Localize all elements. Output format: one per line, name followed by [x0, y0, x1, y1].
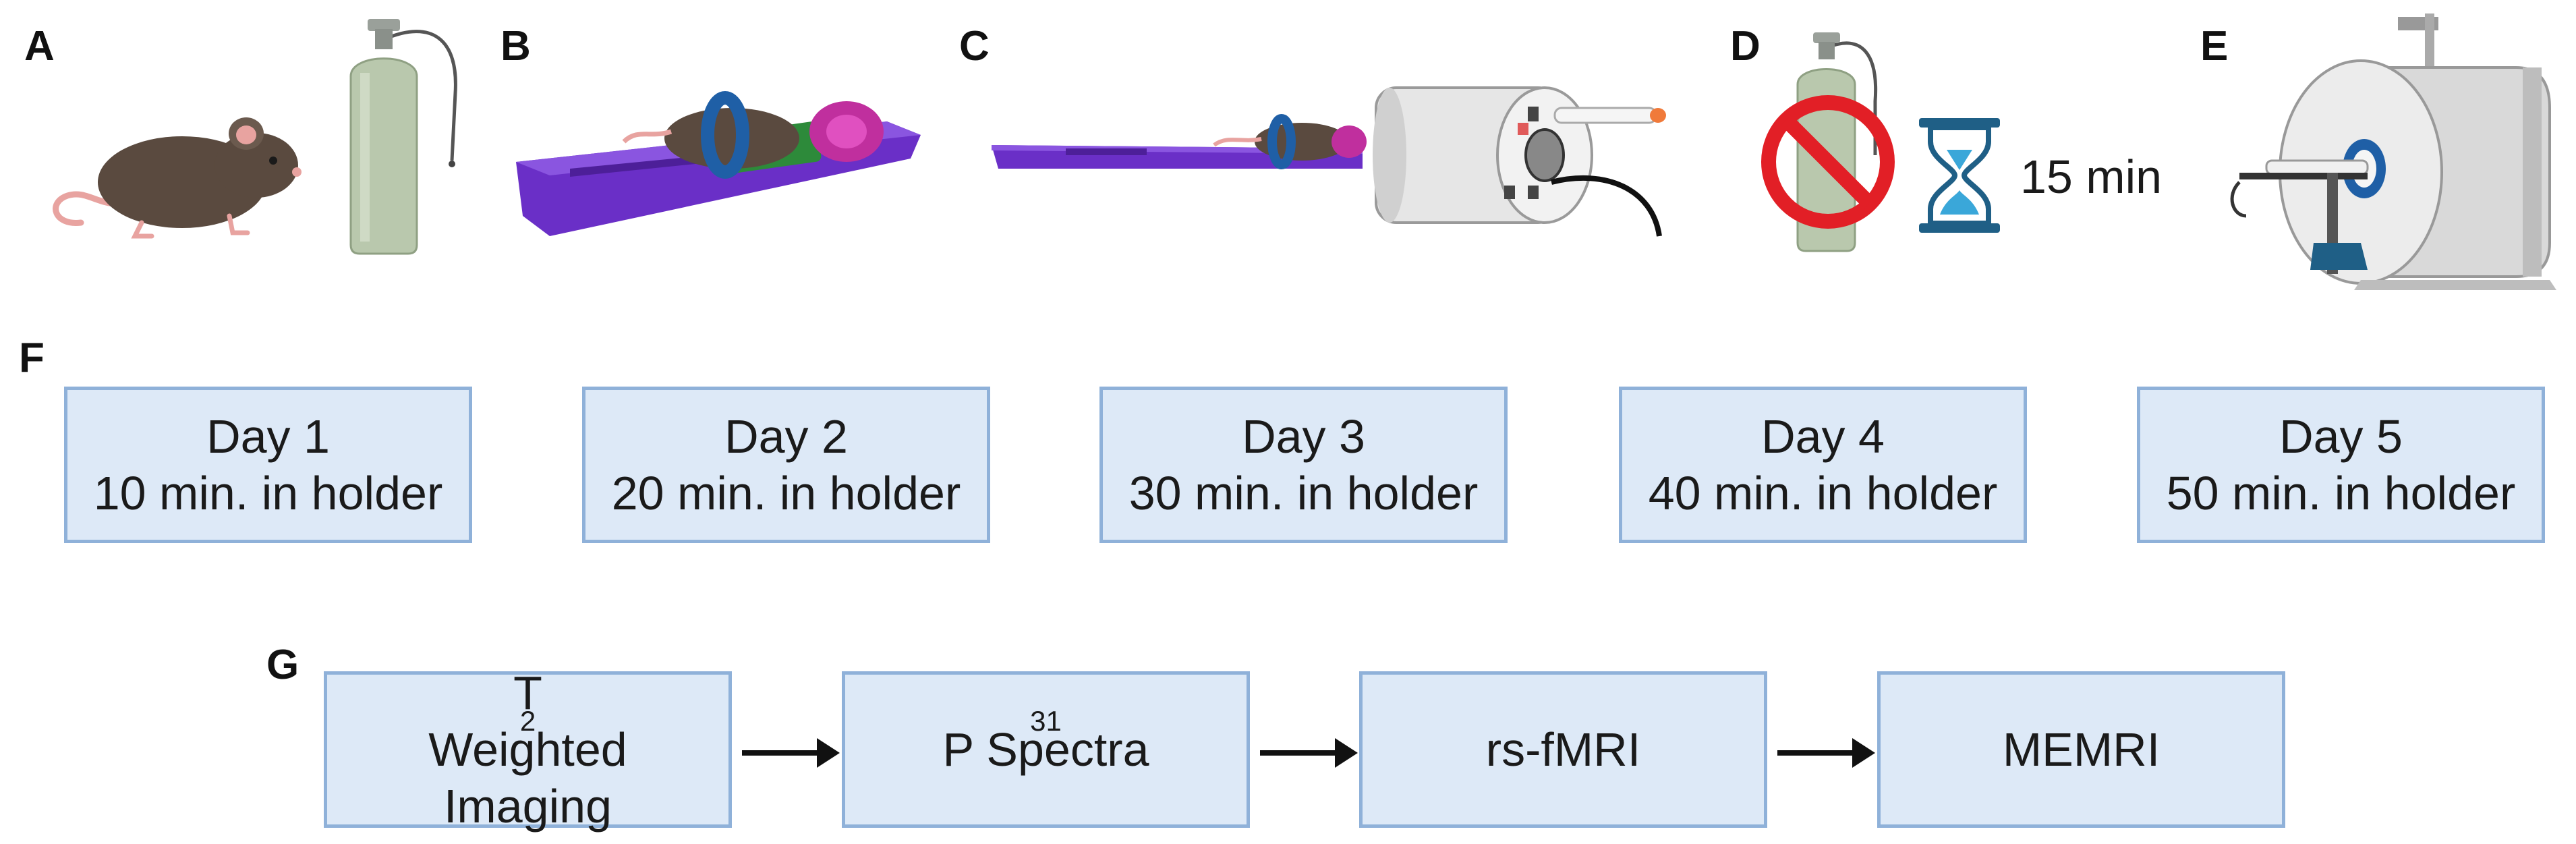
flow-arrow-3: [1777, 738, 1875, 768]
panel-label-d: D: [1730, 23, 1761, 69]
day-5-duration: 50 min. in holder: [2166, 467, 2516, 519]
holder-with-coil: [992, 86, 1666, 237]
day-3-title: Day 3: [1242, 410, 1365, 463]
step-rs-fmri-label: rs-fMRI: [1485, 723, 1641, 776]
flow-arrow-2: [1260, 738, 1358, 768]
day-4-box: Day 4 40 min. in holder: [1619, 387, 2027, 543]
day-2-title: Day 2: [724, 410, 848, 463]
gas-cylinder-icon: [349, 19, 457, 255]
mouse-illustration: [53, 117, 302, 239]
day-1-duration: 10 min. in holder: [93, 467, 443, 519]
holder-with-mouse: [516, 91, 921, 236]
day-4-title: Day 4: [1761, 410, 1885, 463]
panel-label-e: E: [2200, 23, 2229, 69]
day-3-box: Day 3 30 min. in holder: [1099, 387, 1508, 543]
day-5-title: Day 5: [2279, 410, 2403, 463]
hourglass-icon: [1919, 118, 2000, 233]
panel-label-f: F: [19, 335, 45, 381]
no-gas-cylinder-icon: [1761, 32, 1895, 252]
day-3-duration: 30 min. in holder: [1128, 467, 1479, 519]
step-t2-line2: Imaging: [443, 780, 612, 833]
acclimation-timer-label: 15 min: [2020, 150, 2163, 203]
step-memri: MEMRI: [1877, 671, 2285, 828]
flow-arrow-1: [742, 738, 840, 768]
panel-label-a: A: [24, 23, 55, 69]
mri-scanner-illustration: [2230, 13, 2556, 290]
step-rs-fmri: rs-fMRI: [1359, 671, 1767, 828]
day-1-title: Day 1: [206, 410, 330, 463]
day-2-box: Day 2 20 min. in holder: [582, 387, 990, 543]
day-2-duration: 20 min. in holder: [611, 467, 961, 519]
day-5-box: Day 5 50 min. in holder: [2137, 387, 2545, 543]
day-4-duration: 40 min. in holder: [1648, 467, 1998, 519]
panel-label-b: B: [500, 23, 531, 69]
step-memri-label: MEMRI: [2002, 723, 2160, 776]
panel-label-g: G: [266, 642, 299, 688]
panel-label-c: C: [959, 23, 990, 69]
day-1-box: Day 1 10 min. in holder: [64, 387, 472, 543]
